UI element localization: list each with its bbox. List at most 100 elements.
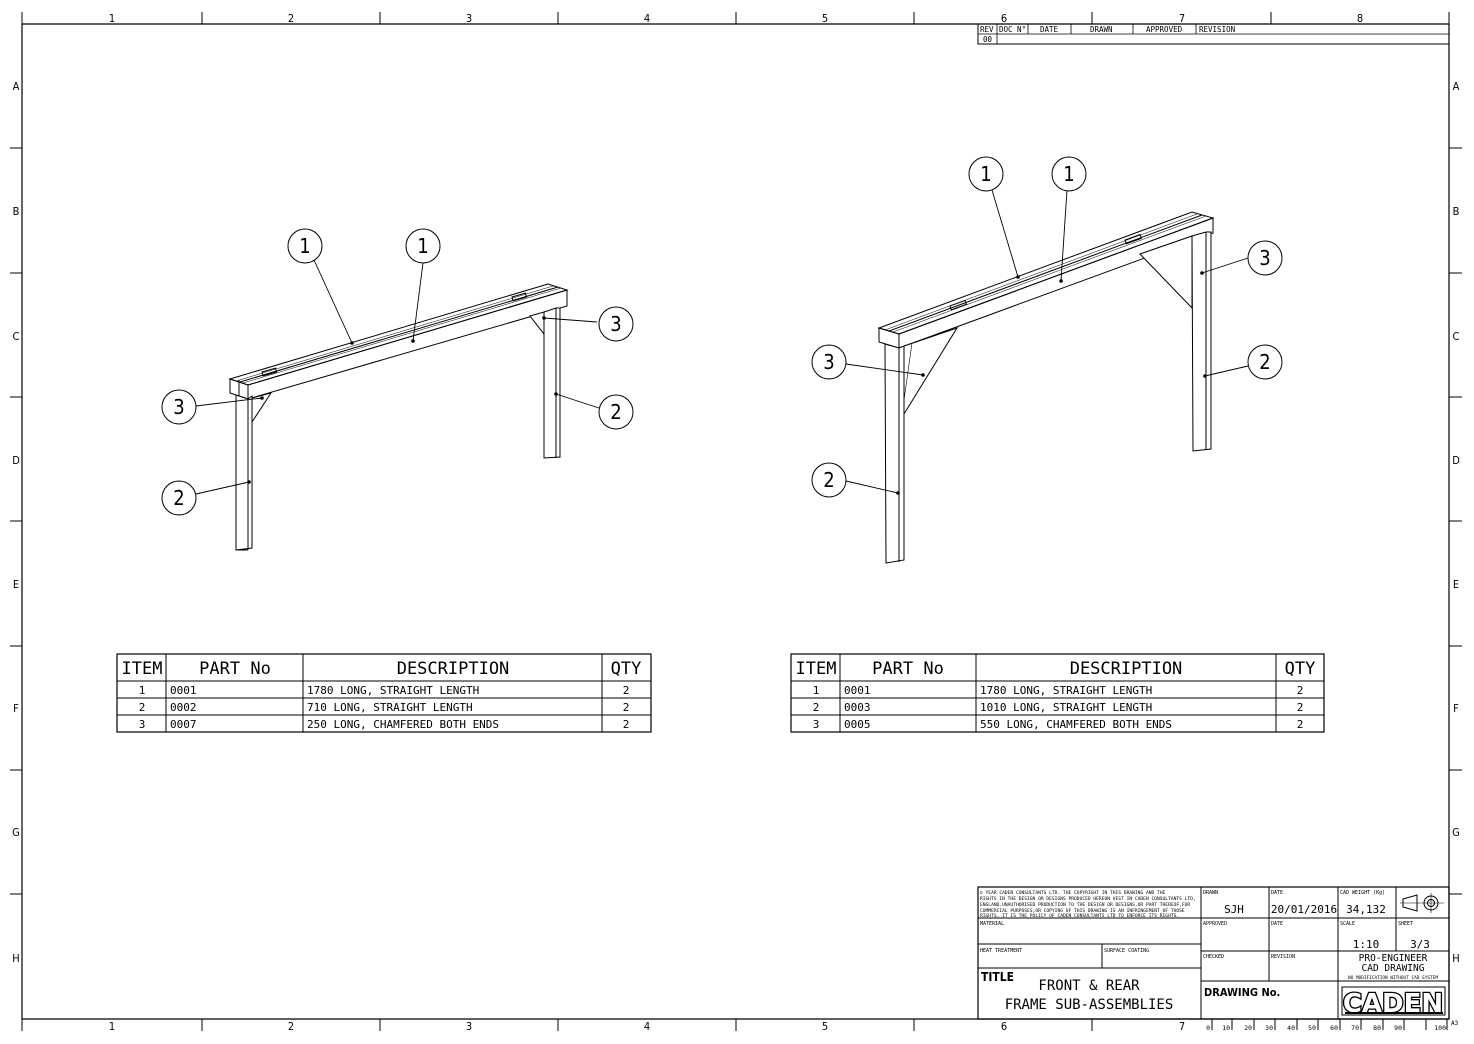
drawn-label: DRAWN (1203, 890, 1218, 896)
copyright-line: RIGHTS. IT IS THE POLICY OF CADEN CONSUL… (980, 913, 1179, 919)
balloon-label: 2 (1259, 350, 1270, 374)
row-label: G (1452, 826, 1460, 839)
scale-tick-label: 0 (1206, 1024, 1210, 1032)
balloon-label: 3 (173, 395, 184, 419)
front-balloons: 1 1 3 3 2 2 (161, 228, 634, 516)
row-label: C (1453, 330, 1460, 343)
col-label: 6 (1001, 12, 1007, 25)
revision-label: REVISION (1271, 954, 1295, 960)
col-label: 3 (466, 12, 472, 25)
bom-item: 2 (139, 701, 146, 714)
row-label: D (12, 454, 20, 467)
system-line-1: PRO-ENGINEER (1359, 953, 1428, 964)
scale-tick-label: 80 (1373, 1024, 1381, 1032)
row-label: C (13, 330, 20, 343)
balloon-label: 3 (823, 350, 834, 374)
balloon-label: 2 (823, 468, 834, 492)
scale-tick-label: 30 (1265, 1024, 1273, 1032)
col-label: 7 (1179, 12, 1185, 25)
row-labels-left: A B C D E F G H (12, 80, 20, 965)
surface-coating-label: SURFACE COATING (1104, 948, 1149, 954)
col-label: 3 (466, 1020, 472, 1033)
cad-weight-label: CAD WEIGHT (Kg) (1340, 890, 1385, 896)
row-label: G (12, 826, 20, 839)
date-label: DATE (1271, 890, 1283, 896)
front-right-leg (543, 307, 561, 459)
checked-label: CHECKED (1203, 954, 1224, 960)
bom-part: 0002 (170, 701, 197, 714)
bom-part: 0003 (844, 701, 871, 714)
scale-tick-label: 70 (1351, 1024, 1359, 1032)
col-label: 6 (1001, 1020, 1007, 1033)
col-label: 7 (1179, 1020, 1185, 1033)
bom-description: 1780 LONG, STRAIGHT LENGTH (980, 684, 1152, 697)
drawing-border (10, 12, 1462, 1031)
approved-header: APPROVED (1146, 25, 1183, 34)
heat-treatment-label: HEAT TREATMENT (980, 948, 1022, 954)
row-label: H (12, 952, 19, 965)
drawn-value: SJH (1224, 903, 1244, 916)
front-left-leg (235, 394, 253, 551)
col-label: 1 (109, 1020, 115, 1033)
rear-top-beam (877, 211, 1215, 349)
bom-header-description: DESCRIPTION (397, 659, 510, 679)
sheet-size-label: A3 (1451, 1020, 1459, 1027)
material-label: MATERIAL (980, 921, 1004, 927)
balloon-label: 1 (980, 162, 991, 186)
scale-tick-label: 20 (1244, 1024, 1252, 1032)
rear-right-leg (1191, 231, 1212, 452)
revision-header: REVISION (1199, 25, 1235, 34)
rev-header: REV (980, 25, 994, 34)
scale-tick-label: 10 (1222, 1024, 1230, 1032)
copyright-line: © YEAR CADEN CONSULTANTS LTD. THE COPYRI… (980, 890, 1166, 896)
bom-item: 3 (813, 718, 820, 731)
bom-qty: 2 (623, 684, 630, 697)
balloon-label: 3 (610, 312, 621, 336)
row-label: E (1453, 578, 1459, 591)
approved-label: APPROVED (1203, 921, 1227, 927)
col-label: 2 (288, 12, 294, 25)
row-label: A (1453, 80, 1460, 93)
col-label: 5 (822, 12, 828, 25)
bom-part: 0001 (844, 684, 871, 697)
drawing-no-label: DRAWING No. (1204, 986, 1280, 999)
bom-header-item: ITEM (796, 659, 837, 679)
bom-qty: 2 (1297, 701, 1304, 714)
bom-description: 550 LONG, CHAMFERED BOTH ENDS (980, 718, 1172, 731)
row-label: B (13, 205, 20, 218)
revision-table: REV DOC N° DATE DRAWN APPROVED REVISION … (977, 23, 1450, 45)
balloon-label: 3 (1259, 246, 1270, 270)
title-line-2: FRAME SUB-ASSEMBLIES (1005, 997, 1174, 1013)
scale-label: SCALE (1340, 921, 1355, 927)
caden-logo: CADEN (1341, 986, 1446, 1020)
balloon-label: 2 (610, 400, 621, 424)
copyright-line: COMMERCIAL PURPOSES,OR COPYING OF THIS D… (980, 908, 1185, 914)
balloon-label: 1 (299, 234, 310, 258)
sheet-label: SHEET (1398, 921, 1413, 927)
copyright-line: ENGLAND.UNAUTHORISED PRODUCTION TO THE D… (980, 902, 1190, 908)
bom-part: 0005 (844, 718, 871, 731)
bom-part: 0001 (170, 684, 197, 697)
bom-header-part: PART No (872, 659, 944, 679)
bom-qty: 2 (623, 701, 630, 714)
column-labels-top: 1 2 3 4 5 6 7 8 (109, 12, 1363, 25)
bom-header-qty: QTY (611, 659, 642, 679)
drawn-header: DRAWN (1090, 25, 1113, 34)
front-brace-left (251, 392, 273, 424)
scale-tick-label: 60 (1330, 1024, 1338, 1032)
bom-qty: 2 (1297, 684, 1304, 697)
third-angle-projection-icon (1400, 893, 1444, 913)
copyright-line: RIGHTS IN THE DESIGN OR DESIGNS PRODUCED… (980, 896, 1196, 902)
col-label: 4 (644, 1020, 650, 1033)
bom-item: 2 (813, 701, 820, 714)
scale-value: 1:10 (1353, 938, 1380, 951)
copyright-notice: © YEAR CADEN CONSULTANTS LTD. THE COPYRI… (980, 890, 1196, 919)
scale-tick-label: 90 (1394, 1024, 1402, 1032)
scale-tick-label: 40 (1287, 1024, 1295, 1032)
bom-part: 0007 (170, 718, 197, 731)
column-labels-bottom: 1 2 3 4 5 6 7 (109, 1020, 1185, 1033)
scale-bar: 0 10 20 30 40 50 60 70 80 90 100 A3 (1201, 1018, 1459, 1032)
front-top-beam (228, 283, 569, 400)
date-value: 20/01/2016 (1271, 903, 1337, 916)
title-line-1: FRONT & REAR (1038, 978, 1140, 994)
